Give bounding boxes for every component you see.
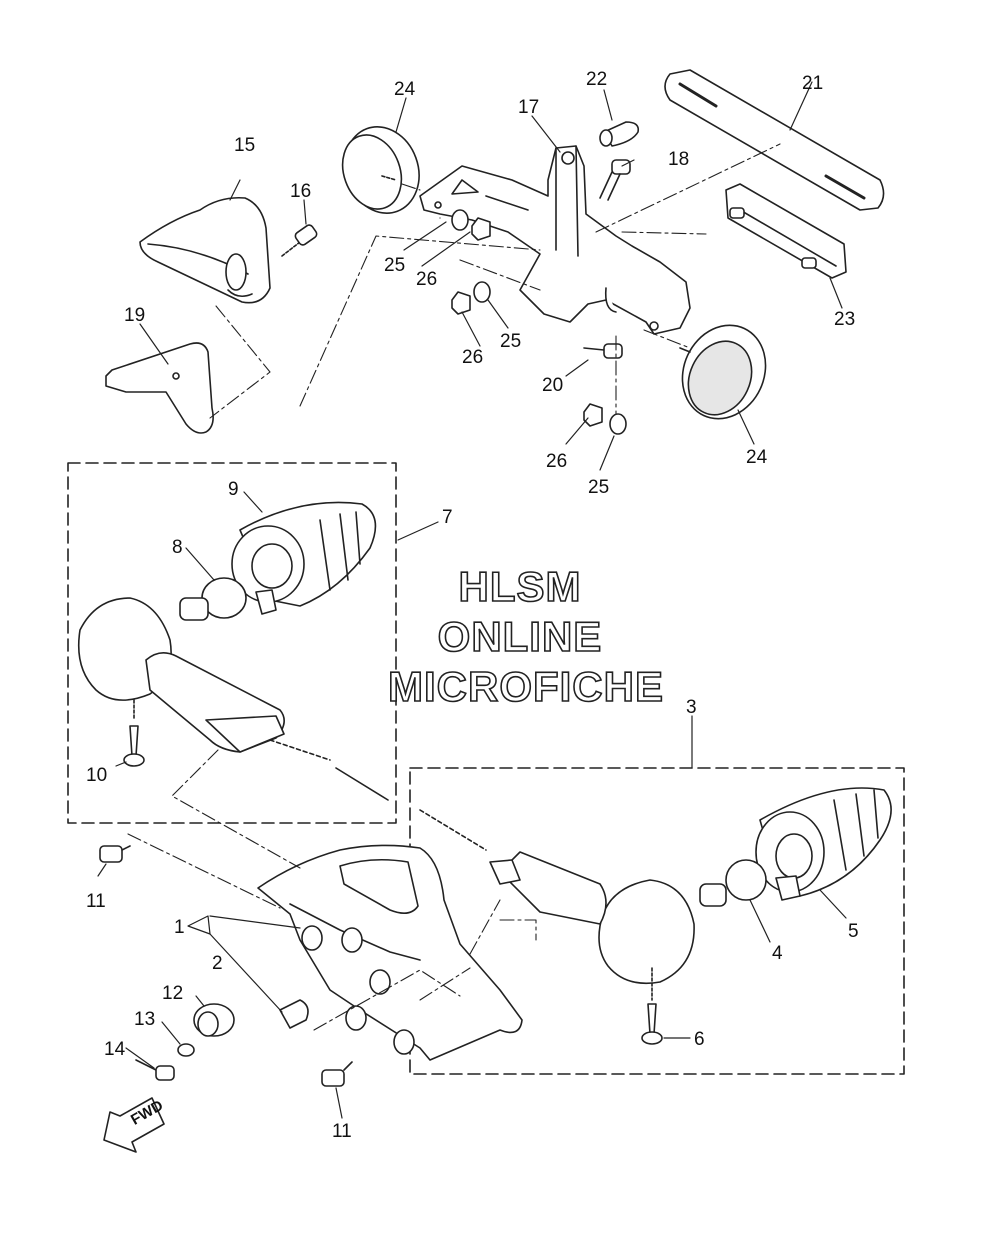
part-12-damper [193, 1003, 235, 1037]
callout-2: 2 [212, 953, 223, 974]
callout-16: 16 [290, 181, 312, 202]
watermark-line-2: ONLINE [437, 613, 603, 660]
part-6-screw [641, 967, 663, 1045]
part-23-plate-light [725, 183, 847, 279]
part-15-cover [139, 196, 271, 304]
callout-4: 4 [772, 943, 783, 964]
callout-13: 13 [134, 1009, 156, 1030]
callout-22: 22 [586, 69, 608, 90]
part-8-bulb-left [179, 577, 247, 621]
callout-25-middle: 25 [500, 331, 522, 352]
callout-25-lower: 25 [588, 477, 610, 498]
callout-3: 3 [686, 697, 697, 718]
washers-and-nuts [451, 209, 627, 435]
part-13-washer [177, 1043, 195, 1057]
callout-15: 15 [234, 135, 256, 156]
turn-signal-body-right [419, 809, 695, 985]
callout-21: 21 [802, 73, 824, 94]
callout-10: 10 [86, 765, 108, 786]
part-14-bolt [135, 1059, 175, 1081]
part-11-screw-lower [321, 1061, 353, 1087]
callout-17: 17 [518, 97, 540, 118]
callout-26-upper: 26 [416, 269, 438, 290]
callout-9: 9 [228, 479, 239, 500]
watermark-line-3: MICROFICHE [387, 663, 664, 710]
part-11-screw-upper [99, 845, 131, 863]
part-18-bolt [599, 159, 631, 201]
callout-20: 20 [542, 375, 564, 396]
part-17-rear-bracket [419, 145, 691, 335]
callout-12: 12 [162, 983, 184, 1004]
part-21-plate-stay [664, 69, 885, 211]
tail-light-housing [257, 844, 523, 1061]
part-9-lens-left [231, 501, 377, 615]
callout-24-upper: 24 [394, 79, 416, 100]
fwd-arrow [103, 1097, 165, 1153]
callout-7: 7 [442, 507, 453, 528]
callout-8: 8 [172, 537, 183, 558]
callout-11-upper: 11 [86, 891, 106, 912]
callout-24-lower: 24 [746, 447, 768, 468]
callout-11-lower: 11 [332, 1121, 352, 1142]
centerlines [127, 143, 781, 1031]
part-4-bulb-right [699, 859, 767, 907]
part-22-nut [599, 121, 640, 147]
part-19-bracket [105, 342, 214, 434]
turn-signal-body-left [77, 597, 389, 801]
callout-6: 6 [694, 1029, 705, 1050]
callout-23: 23 [834, 309, 856, 330]
callout-1: 1 [174, 917, 185, 938]
leader-lines [97, 81, 847, 1119]
tail-light-sockets [301, 925, 415, 1055]
callout-5: 5 [848, 921, 859, 942]
callout-26-middle: 26 [462, 347, 484, 368]
callout-14: 14 [104, 1039, 126, 1060]
part-10-screw [123, 699, 145, 767]
group-box-7 [67, 462, 397, 824]
callout-18: 18 [668, 149, 690, 170]
part-20-bolt [583, 343, 623, 359]
watermark-line-1: HLSM [458, 563, 582, 610]
part-24-reflector-upper [341, 126, 420, 214]
callout-25-upper: 25 [384, 255, 406, 276]
part-24-reflector-lower [679, 324, 767, 420]
callout-26-lower: 26 [546, 451, 568, 472]
part-16-bolt [281, 224, 318, 257]
callout-19: 19 [124, 305, 146, 326]
part-2-bulb [279, 999, 309, 1029]
part-5-lens-right [755, 787, 892, 901]
